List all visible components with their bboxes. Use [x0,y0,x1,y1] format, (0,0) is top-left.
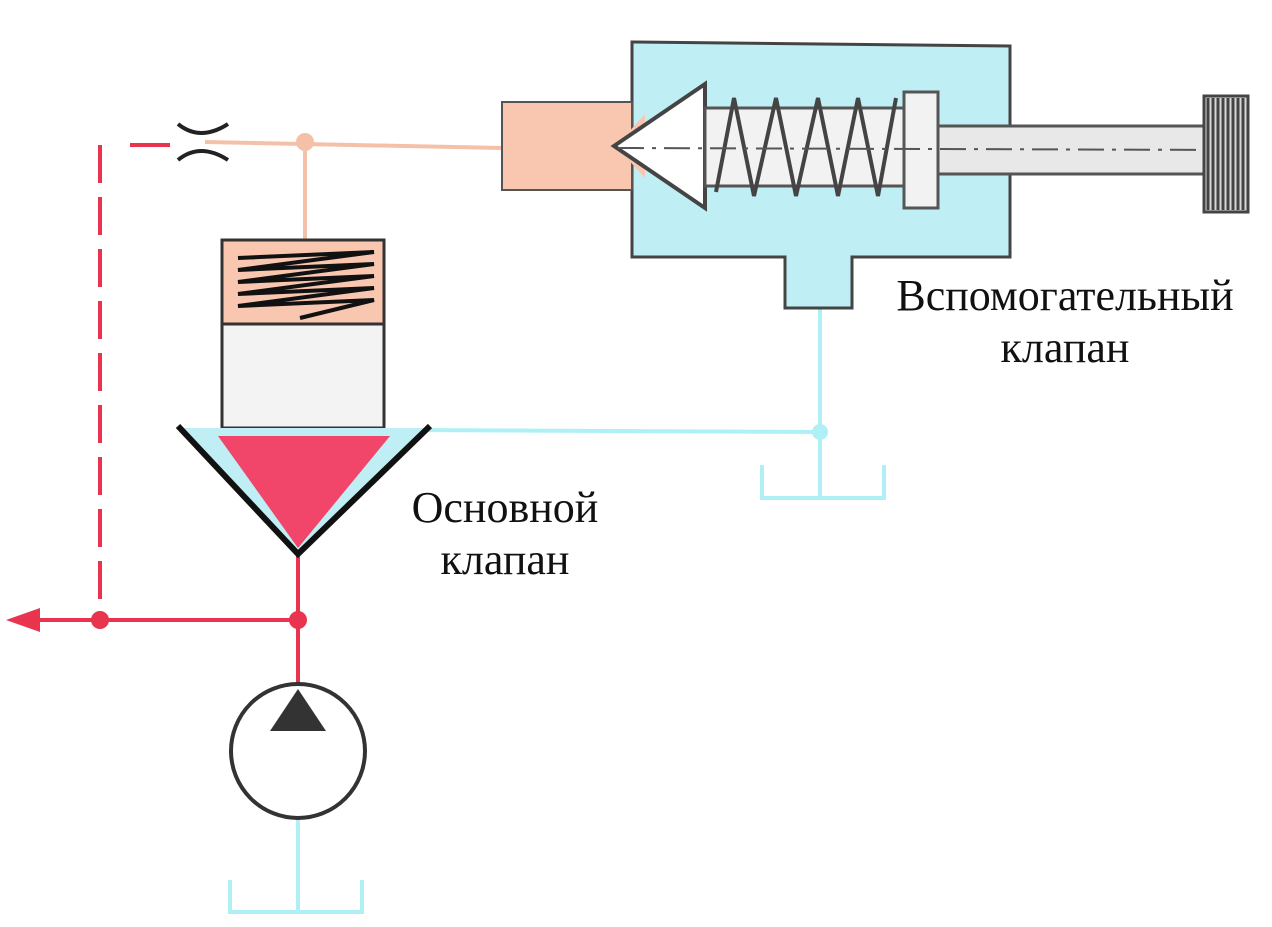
tank-lines [228,305,886,914]
spring-retainer [902,90,940,210]
flow-arrow-icon [6,608,40,632]
main-valve-body [220,322,386,430]
spring-symbol [714,97,898,197]
main-valve [175,238,433,559]
main-valve-label: Основной клапан [385,482,625,586]
pump-symbol [229,682,367,820]
junction-dot [289,611,307,629]
spring-symbol [237,250,375,320]
main-valve-label-line1: Основной [411,483,599,532]
pump-arrow-icon [270,689,326,731]
center-line [617,147,1241,151]
pilot-valve [501,40,1241,310]
pilot-valve-label-line1: Вспомогательный [896,271,1234,320]
main-valve-seat-outline [175,423,433,559]
main-valve-poppet [218,436,390,548]
main-valve-label-line2: клапан [440,535,570,584]
pilot-valve-label: Вспомогательный клапан [870,270,1260,374]
junction-dot [812,424,828,440]
junction-dot [91,611,109,629]
adjusting-knob-icon [1202,94,1250,214]
orifice-symbol [176,122,230,162]
pilot-chamber [501,101,633,191]
pilot-lines [204,140,503,240]
tank-symbol [228,880,364,914]
pilot-valve-label-line2: клапан [1000,323,1130,372]
junction-dot [296,133,314,151]
tank-symbol [760,465,886,500]
